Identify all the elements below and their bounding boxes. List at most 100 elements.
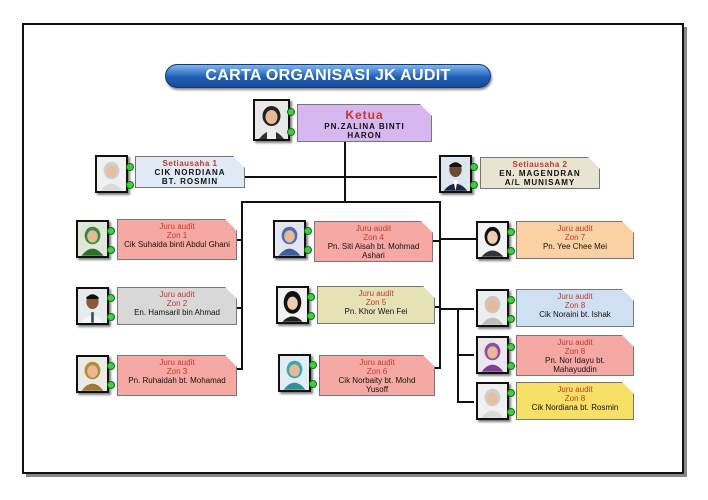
auditor-zone: Zon 3 xyxy=(166,367,188,376)
woman-hijab-icon xyxy=(478,291,507,325)
connector-dot xyxy=(287,108,295,116)
auditor-zone: Zon 1 xyxy=(166,231,188,240)
setiausaha2-role: Setiausaha 2 xyxy=(512,160,568,169)
woman-hijab-icon xyxy=(78,222,107,256)
connector-dot xyxy=(470,163,478,171)
connector-line xyxy=(435,306,441,308)
avatar xyxy=(276,286,309,324)
connector-line xyxy=(457,308,474,310)
connector-dot xyxy=(307,312,315,320)
connector-dot xyxy=(304,227,312,235)
auditor-name: Pn. Yee Chee Mei xyxy=(542,242,608,251)
auditor-role: Juru audit xyxy=(557,224,593,233)
avatar xyxy=(95,155,128,193)
auditor-box: Juru audit Zon 4 Pn. Siti Aisah bt. Mohm… xyxy=(314,221,433,262)
chart-title: CARTA ORGANISASI JK AUDIT xyxy=(165,64,491,88)
ketua-box: Ketua PN.ZALINA BINTI HARON xyxy=(297,104,432,142)
connector-dot xyxy=(507,408,515,416)
connector-dot xyxy=(507,362,515,370)
auditor-zone: Zon 2 xyxy=(166,299,188,308)
auditor-name: Cik Noraini bt. Ishak xyxy=(539,310,611,319)
connector-line xyxy=(241,201,243,369)
avatar xyxy=(76,355,109,393)
connector-line xyxy=(439,308,457,310)
man-icon xyxy=(78,289,107,323)
connector-line xyxy=(245,176,437,178)
woman-hijab-icon xyxy=(275,222,304,256)
frame-shadow xyxy=(26,474,686,477)
ketua-role: Ketua xyxy=(345,108,384,122)
auditor-name: Cik Norbaity bt. Mohd Yusoff xyxy=(338,376,416,394)
connector-dot xyxy=(107,362,115,370)
auditor-zone: Zon 6 xyxy=(366,367,388,376)
connector-dot xyxy=(507,315,515,323)
auditor-zone: Zon 8 xyxy=(564,394,586,403)
connector-dot xyxy=(107,381,115,389)
woman-icon xyxy=(278,288,307,322)
setiausaha2-name-line2: A/L MUNISAMY xyxy=(504,178,576,187)
connector-dot xyxy=(507,228,515,236)
auditor-name: Pn. Siti Aisah bt. Mohmad Ashari xyxy=(327,242,420,260)
connector-line xyxy=(237,368,243,370)
auditor-box: Juru audit Zon 6 Cik Norbaity bt. Mohd Y… xyxy=(319,355,435,396)
connector-line xyxy=(439,201,441,369)
connector-dot xyxy=(507,343,515,351)
connector-line xyxy=(439,238,476,240)
auditor-name: Cik Suhaida binti Abdul Ghani xyxy=(124,240,230,249)
avatar xyxy=(76,287,109,325)
auditor-name: Pn. Khor Wen Fei xyxy=(344,307,408,316)
auditor-box: Juru audit Zon 7 Pn. Yee Chee Mei xyxy=(516,221,634,259)
connector-dot xyxy=(507,296,515,304)
avatar xyxy=(253,99,290,141)
connector-line xyxy=(457,401,474,403)
setiausaha1-name-line1: CIK NORDIANA xyxy=(154,168,226,177)
connector-line xyxy=(433,240,441,242)
connector-dot xyxy=(307,293,315,301)
auditor-name: Cik Nordiana bt. Rosmin xyxy=(531,403,619,412)
avatar xyxy=(439,155,472,193)
connector-dot xyxy=(507,247,515,255)
woman-hijab-icon xyxy=(97,157,126,191)
connector-dot xyxy=(107,227,115,235)
setiausaha1-name-line2: BT. ROSMIN xyxy=(161,177,219,186)
auditor-name: En. Hamsaril bin Ahmad xyxy=(134,308,220,317)
auditor-role: Juru audit xyxy=(359,358,395,367)
auditor-box: Juru audit Zon 8 Cik Noraini bt. Ishak xyxy=(516,289,634,327)
connector-dot xyxy=(126,181,134,189)
woman-hijab-icon xyxy=(255,101,288,139)
connector-dot xyxy=(107,313,115,321)
woman-hijab-icon xyxy=(478,338,507,372)
woman-hijab-icon xyxy=(478,384,507,418)
connector-line xyxy=(435,367,441,369)
avatar xyxy=(278,354,311,392)
auditor-zone: Zon 7 xyxy=(564,233,586,242)
auditor-name: Pn. Nor Idayu bt. Mahayuddin xyxy=(544,356,606,374)
woman-hijab-icon xyxy=(78,357,107,391)
connector-dot xyxy=(470,181,478,189)
avatar xyxy=(273,220,306,258)
auditor-role: Juru audit xyxy=(557,338,593,347)
auditor-zone: Zon 4 xyxy=(363,233,384,242)
auditor-zone: Zon 8 xyxy=(564,301,586,310)
auditor-box: Juru audit Zon 1 Cik Suhaida binti Abdul… xyxy=(117,219,237,260)
connector-dot xyxy=(126,163,134,171)
avatar xyxy=(476,221,509,259)
connector-line xyxy=(237,307,243,309)
avatar xyxy=(476,289,509,327)
avatar xyxy=(76,220,109,258)
connector-dot xyxy=(287,128,295,136)
connector-line xyxy=(344,140,346,202)
auditor-box: Juru audit Zon 3 Pn. Ruhaidah bt. Mohama… xyxy=(117,355,237,396)
connector-dot xyxy=(507,389,515,397)
auditor-zone: Zon 5 xyxy=(365,298,387,307)
auditor-box: Juru audit Zon 8 Cik Nordiana bt. Rosmin xyxy=(516,382,634,420)
setiausaha2-name-line1: EN. MAGENDRAN xyxy=(499,169,581,178)
auditor-box: Juru audit Zon 8 Pn. Nor Idayu bt. Mahay… xyxy=(516,335,634,376)
setiausaha1-role: Setiausaha 1 xyxy=(162,159,218,168)
auditor-role: Juru audit xyxy=(159,290,195,299)
auditor-role: Juru audit xyxy=(159,222,195,231)
connector-line xyxy=(457,354,474,356)
connector-dot xyxy=(304,246,312,254)
auditor-box: Juru audit Zon 2 En. Hamsaril bin Ahmad xyxy=(117,287,237,325)
connector-dot xyxy=(309,380,317,388)
